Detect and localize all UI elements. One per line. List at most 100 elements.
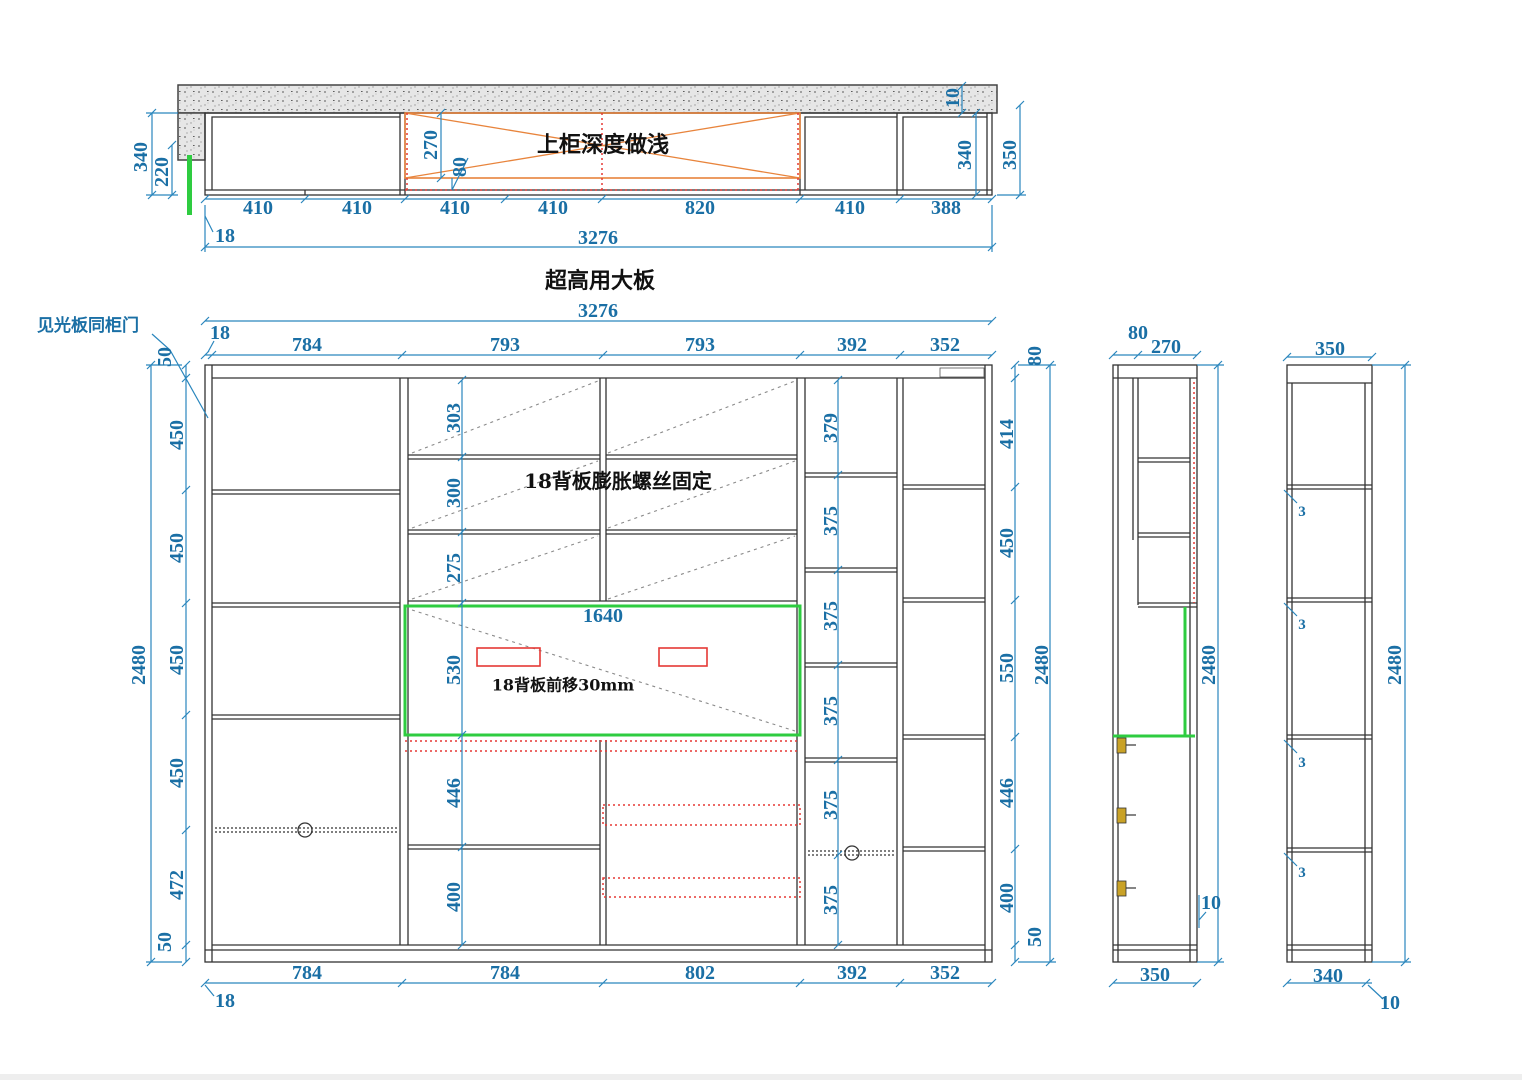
dim-label: 340 (1313, 965, 1343, 987)
dim-line-front-total (200, 316, 997, 326)
dim-line-upper-left (146, 108, 178, 200)
dim-label: 352 (930, 962, 960, 984)
dim-label: 2480 (128, 645, 150, 685)
niche-back-note: 18背板前移30mm (492, 676, 634, 695)
rod-bracket (844, 845, 860, 861)
side-a-niche (1113, 607, 1195, 738)
bottom-divider (0, 1074, 1522, 1080)
dim-label: 450 (166, 758, 188, 788)
shelf-mark-leaders (1283, 489, 1298, 867)
dim-label: 50 (154, 347, 176, 367)
dim-label: 220 (151, 157, 173, 187)
tv-niche (403, 604, 802, 737)
shelf-mark: 3 (1298, 755, 1306, 771)
dim-label: 784 (292, 334, 322, 356)
drawer-marker (602, 804, 801, 826)
dim-label: 80 (1024, 346, 1046, 366)
leader-side-panel-note (151, 333, 209, 419)
dim-label: 275 (443, 553, 465, 583)
cabinet-carcass (205, 365, 992, 962)
leader-front-bottom-panel (204, 984, 215, 997)
shelf-mark: 3 (1298, 617, 1306, 633)
hinge-icon (1116, 880, 1136, 897)
side-elevation-a: 80 270 2480 10 350 (1108, 322, 1224, 988)
dim-label: 414 (996, 419, 1018, 449)
dim-line-side-b-bottom (1282, 978, 1372, 988)
leader-side-a-gap (1198, 895, 1207, 928)
dim-line-front-bottom (200, 978, 997, 988)
dim-label: 784 (490, 962, 520, 984)
side-panel-marker (187, 155, 192, 215)
dim-label: 400 (996, 883, 1018, 913)
dim-label: 400 (443, 882, 465, 912)
upper-cabinet-plan: 340 220 270 80 上柜深度做浅 10 340 350 410 410… (130, 81, 1026, 252)
dim-label: 352 (930, 334, 960, 356)
shelf-mark: 3 (1298, 865, 1306, 881)
dim-label: 18 (215, 225, 235, 247)
dim-label: 450 (996, 528, 1018, 558)
dim-label: 2480 (1384, 645, 1406, 685)
dim-label: 450 (166, 645, 188, 675)
dim-label: 410 (538, 197, 568, 219)
column-shelves (805, 472, 897, 763)
dim-line-front-center (457, 375, 467, 950)
dim-label: 300 (443, 478, 465, 508)
leader-upper-panel (204, 215, 214, 233)
left-shelves (212, 489, 400, 720)
side-elevation-b: 350 3 3 3 3 2480 340 10 (1282, 338, 1411, 1014)
dim-label: 784 (292, 962, 322, 984)
dim-line-front-right-total (1018, 360, 1056, 967)
shelf-mark: 3 (1298, 504, 1306, 520)
dim-label: 10 (942, 88, 964, 108)
hanging-rod (215, 827, 398, 833)
dim-label: 388 (931, 197, 961, 219)
dim-label: 50 (1024, 927, 1046, 947)
front-elevation: 超高用大板 3276 见光板同柜门 18 (37, 268, 1056, 1012)
dim-label: 410 (835, 197, 865, 219)
hinge-icon (1116, 807, 1136, 824)
side-panel-note: 见光板同柜门 (37, 315, 139, 336)
upper-cabinet-note: 上柜深度做浅 (537, 132, 669, 158)
rod-bracket (297, 822, 313, 838)
dim-line-upper-right (957, 81, 1026, 200)
title-block-stamp (939, 367, 985, 378)
hanging-rod (808, 850, 895, 856)
shallow-cabinet-box (404, 112, 801, 191)
dim-label: 2480 (1198, 645, 1220, 685)
dim-label: 375 (820, 601, 842, 631)
dim-label: 375 (820, 506, 842, 536)
dim-label: 375 (820, 885, 842, 915)
dim-label: 340 (130, 142, 152, 172)
dim-label: 472 (166, 870, 188, 900)
dim-label: 446 (996, 778, 1018, 808)
dim-label: 80 (1128, 322, 1148, 344)
dim-label: 350 (1140, 964, 1170, 986)
dim-label: 270 (420, 130, 442, 160)
dim-label: 270 (1151, 336, 1181, 358)
ceiling-slab (177, 84, 998, 114)
dim-line-upper-inner (436, 108, 469, 191)
dim-label: 820 (685, 197, 715, 219)
dim-label: 10 (1201, 892, 1221, 914)
dim-label: 18 (215, 990, 235, 1012)
dim-label: 375 (820, 790, 842, 820)
dim-label: 2480 (1031, 645, 1053, 685)
hinge-icon (1116, 737, 1136, 754)
side-b-panels (1287, 382, 1372, 962)
dim-line-front-right (1010, 360, 1020, 967)
dim-label: 392 (837, 334, 867, 356)
dim-label: 50 (154, 932, 176, 952)
dim-line-side-a-top (1108, 350, 1202, 360)
niche-back-offset (405, 740, 800, 752)
dim-label: 3276 (578, 227, 618, 249)
side-b-outline (1286, 364, 1373, 963)
dim-label: 410 (342, 197, 372, 219)
dim-line-front-left (181, 360, 191, 967)
dim-label: 303 (443, 403, 465, 433)
side-a-panels (1113, 365, 1197, 962)
dim-label: 10 (1380, 992, 1400, 1014)
dim-label: 18 (210, 322, 230, 344)
dim-label: 550 (996, 653, 1018, 683)
wall-block (177, 112, 206, 161)
